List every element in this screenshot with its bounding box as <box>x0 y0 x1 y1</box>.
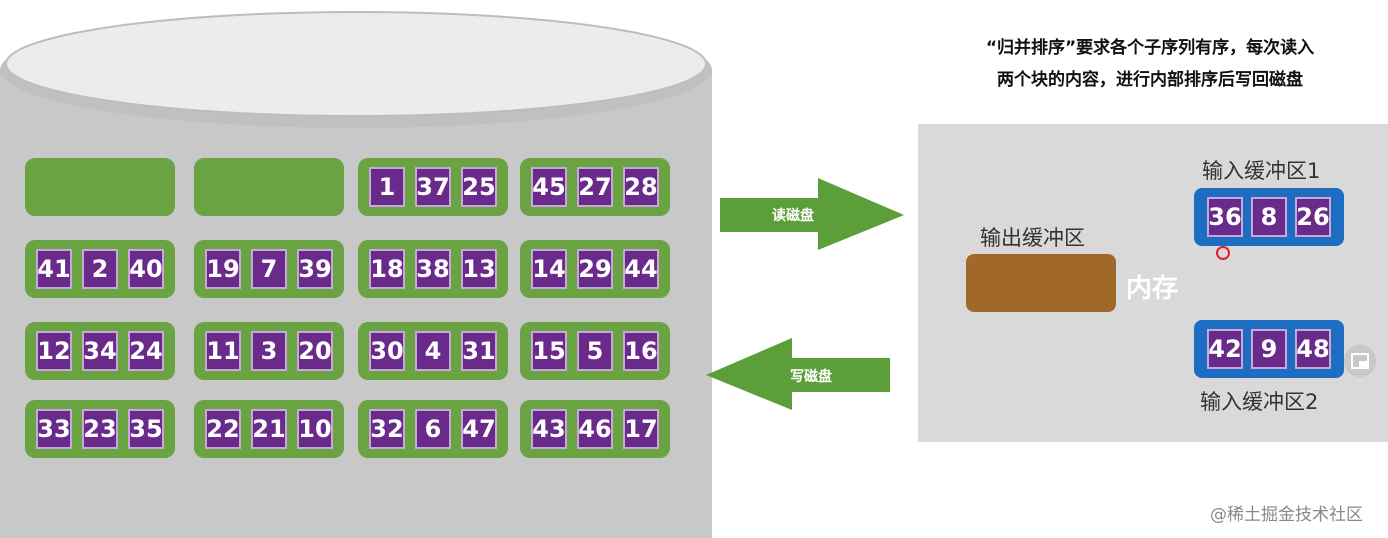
disk-block-cell: 34 <box>82 331 118 371</box>
input-buffer-1-label: 输入缓冲区1 <box>1202 159 1321 183</box>
input-buffer-1-cell: 36 <box>1207 197 1243 237</box>
pip-glyph <box>1351 353 1369 369</box>
disk-block-cell: 16 <box>623 331 659 371</box>
disk-block-cell: 43 <box>531 409 567 449</box>
disk-block-cell: 20 <box>297 331 333 371</box>
read-pointer-marker <box>1216 246 1230 260</box>
disk-block-cell: 19 <box>205 249 241 289</box>
input-buffer-1-cell: 26 <box>1295 197 1331 237</box>
disk-block-cell: 28 <box>623 167 659 207</box>
disk-block-cell: 7 <box>251 249 287 289</box>
disk-block-empty <box>25 158 175 216</box>
disk-block-cell: 39 <box>297 249 333 289</box>
disk-block-cell: 24 <box>128 331 164 371</box>
disk-block-cell: 27 <box>577 167 613 207</box>
disk-block-empty <box>194 158 344 216</box>
disk-block-cell: 17 <box>623 409 659 449</box>
write-disk-arrow <box>706 338 890 410</box>
disk-block-cell: 35 <box>128 409 164 449</box>
disk-block-cell: 46 <box>577 409 613 449</box>
disk-block-cell: 37 <box>415 167 451 207</box>
disk-block-cell: 3 <box>251 331 287 371</box>
disk-block-cell: 10 <box>297 409 333 449</box>
input-buffer-2-cell: 42 <box>1207 329 1243 369</box>
disk-block-cell: 32 <box>369 409 405 449</box>
disk-block-cell: 2 <box>82 249 118 289</box>
caption-line-1: “归并排序”要求各个子序列有序，每次读入 <box>985 38 1315 58</box>
input-buffer-2-cell: 48 <box>1295 329 1331 369</box>
caption: “归并排序”要求各个子序列有序，每次读入 两个块的内容，进行内部排序后写回磁盘 <box>920 32 1380 96</box>
watermark: @稀土掘金技术社区 <box>1210 505 1363 525</box>
disk-block-cell: 44 <box>623 249 659 289</box>
disk-block-cell: 13 <box>461 249 497 289</box>
disk-block-cell: 1 <box>369 167 405 207</box>
output-buffer <box>966 254 1116 312</box>
disk-block-cell: 31 <box>461 331 497 371</box>
disk-block-cell: 29 <box>577 249 613 289</box>
input-buffer-2: 42 9 48 <box>1194 320 1344 378</box>
picture-in-picture-icon[interactable] <box>1344 345 1376 377</box>
disk-block-cell: 6 <box>415 409 451 449</box>
output-buffer-label: 输出缓冲区 <box>980 226 1085 250</box>
disk-block-cell: 25 <box>461 167 497 207</box>
disk-block-cell: 11 <box>205 331 241 371</box>
disk-block-cell: 41 <box>36 249 72 289</box>
disk-block-cell: 30 <box>369 331 405 371</box>
disk-block-cell: 33 <box>36 409 72 449</box>
disk-block-cell: 40 <box>128 249 164 289</box>
caption-line-2: 两个块的内容，进行内部排序后写回磁盘 <box>997 70 1303 90</box>
disk-block-cell: 5 <box>577 331 613 371</box>
disk-block-cell: 14 <box>531 249 567 289</box>
disk-block-cell: 45 <box>531 167 567 207</box>
disk-block-cell: 12 <box>36 331 72 371</box>
disk-block-cell: 21 <box>251 409 287 449</box>
input-buffer-2-label: 输入缓冲区2 <box>1200 390 1319 414</box>
memory-label: 内存 <box>1126 274 1179 304</box>
disk-block-cell: 18 <box>369 249 405 289</box>
input-buffer-1-cell: 8 <box>1251 197 1287 237</box>
read-disk-arrow <box>720 178 904 250</box>
input-buffer-1: 36 8 26 <box>1194 188 1344 246</box>
disk-top-surface <box>5 11 707 117</box>
disk-block-cell: 23 <box>82 409 118 449</box>
disk-block-cell: 15 <box>531 331 567 371</box>
disk-block-cell: 22 <box>205 409 241 449</box>
input-buffer-2-cell: 9 <box>1251 329 1287 369</box>
disk-block-cell: 4 <box>415 331 451 371</box>
disk-block-cell: 47 <box>461 409 497 449</box>
disk-block-cell: 38 <box>415 249 451 289</box>
read-disk-label: 读磁盘 <box>772 208 814 224</box>
disk-cylinder <box>0 11 712 538</box>
write-disk-label: 写磁盘 <box>790 369 832 385</box>
disk-body <box>0 70 712 538</box>
